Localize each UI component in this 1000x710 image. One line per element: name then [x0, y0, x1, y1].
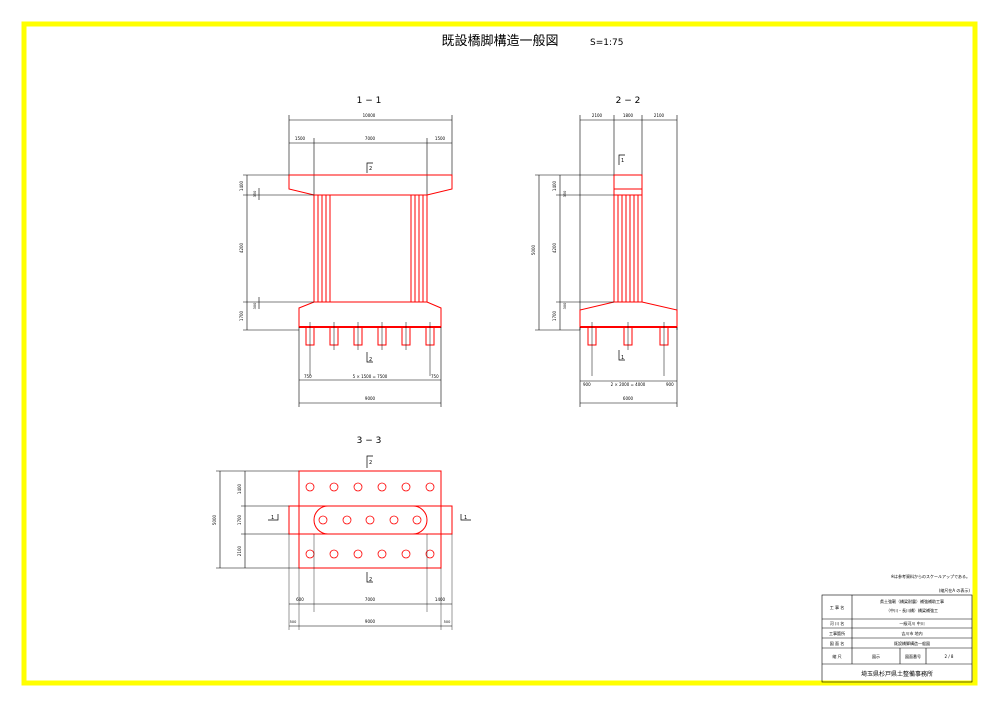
- dim-22-small-1: 350: [563, 191, 567, 198]
- dim-11-top-total: 10000: [363, 113, 376, 118]
- title-block-header: (縮尺在A の表示): [939, 587, 971, 593]
- dim-33-left-2: 1700: [237, 514, 242, 525]
- cut-label-2-bottom-11: 2: [369, 357, 372, 363]
- cut-label-2-top-11: 2: [369, 166, 372, 172]
- cut-mark-1-bottom-22: [618, 350, 625, 361]
- cut-mark-2-top-11: [366, 162, 373, 173]
- tb-bottom-v2: 2 / 8: [945, 654, 954, 659]
- dims-left-11: [243, 174, 314, 331]
- dim-22-small-2: 300: [563, 303, 567, 310]
- tb-value-0: 県土強靭（橋梁耐震）補強補助工事: [880, 598, 944, 604]
- section-label-2-2: 2 − 2: [616, 96, 641, 106]
- tb-bottom-l1: 縮 尺: [832, 653, 841, 659]
- dim-33-bottom-mid: 7000: [365, 597, 376, 602]
- dim-11-left-3: 1700: [239, 310, 244, 321]
- cut-label-2-top-33: 2: [369, 460, 372, 466]
- dims-bottom-33: [289, 603, 452, 627]
- tb-label-2: 工事箇所: [829, 630, 845, 636]
- plan-centerlines-33: [288, 534, 453, 630]
- dims-bottom-22: [579, 327, 678, 407]
- tb-value-2: 吉川市 地内: [901, 630, 922, 636]
- pile-centerlines-22: [591, 322, 665, 376]
- dim-11-bottom-left: 750: [304, 374, 312, 379]
- dim-33-left-1: 1400: [237, 483, 242, 494]
- tb-value-3: 既設橋脚構造一般図: [894, 640, 930, 646]
- dim-11-bottom-total: 9000: [365, 396, 376, 401]
- tb-value-1: 一級河川 中川: [899, 620, 924, 626]
- dim-33-bottom-small-right: 500: [444, 620, 451, 624]
- dim-11-top-right: 1500: [435, 136, 446, 141]
- tb-bottom-l2: 図面番号: [905, 653, 921, 659]
- dim-11-bottom-mid: 5 × 1500 = 7500: [353, 374, 388, 379]
- tb-value-0b: （中川・長川橋）橋梁補強工: [886, 607, 938, 613]
- tb-label-1: 河 川 名: [830, 620, 845, 626]
- dim-33-bottom-small-left: 500: [290, 620, 297, 624]
- dim-11-left-1: 1400: [239, 180, 244, 191]
- dims-left-33: [216, 470, 299, 569]
- pile-circles-33: [305, 482, 435, 559]
- tb-label-3: 図 面 名: [830, 640, 845, 646]
- dims-bottom-11: [298, 327, 442, 407]
- dim-11-left-2: 4200: [239, 242, 244, 253]
- dim-33-left-3: 2100: [237, 545, 242, 556]
- view-1-1: 1 − 1 10000 1500 7000 1500: [239, 96, 453, 407]
- cut-marks-33: [268, 455, 471, 583]
- dim-33-bottom-total: 9000: [365, 619, 376, 624]
- cut-mark-1-top-22: [618, 154, 625, 165]
- dim-22-top-left: 2100: [592, 113, 603, 118]
- dim-33-left-total: 5000: [212, 514, 217, 525]
- dim-22-bottom-mid: 2 × 2000 = 4000: [611, 382, 646, 387]
- cut-mark-2-bottom-11: [366, 352, 373, 363]
- dim-11-small-1: 350: [253, 191, 257, 198]
- title-block-grid: [821, 594, 973, 683]
- dims-top-11: [288, 115, 453, 195]
- dim-11-top-left: 1500: [295, 136, 306, 141]
- dim-11-top-mid: 7000: [365, 136, 376, 141]
- dims-left-22: [535, 174, 614, 331]
- dim-22-top-right: 2100: [654, 113, 665, 118]
- cut-label-1-bottom-22: 1: [621, 355, 624, 361]
- pile-centerlines-11: [309, 322, 431, 376]
- scale-note: ※は参考資料からのスケールアップである。: [891, 573, 970, 579]
- footing-plan-33: [288, 470, 453, 569]
- dim-22-bottom-total: 6000: [623, 396, 634, 401]
- drawing-title: 既設橋脚構造一般図: [441, 33, 558, 49]
- dim-22-left-total: 5000: [531, 244, 536, 255]
- sheet-border: [21, 21, 978, 686]
- dim-11-small-2: 300: [253, 303, 257, 310]
- view-2-2: 2 − 2 2100 1800 2100: [531, 96, 678, 407]
- tb-label-0: 工 事 名: [830, 604, 845, 610]
- cut-label-2-bottom-33: 2: [369, 577, 372, 583]
- title-block: (縮尺在A の表示) 工 事 名 県土強靭（橋梁耐震）補強補助工事 （中川・長川…: [821, 587, 973, 683]
- dim-22-top-mid: 1800: [623, 113, 634, 118]
- section-label-1-1: 1 − 1: [357, 96, 382, 106]
- pier-outline-22: [579, 174, 678, 346]
- dim-22-left-1: 1400: [552, 180, 557, 191]
- section-label-3-3: 3 − 3: [357, 436, 382, 446]
- dims-top-22: [579, 115, 678, 330]
- cut-label-1-top-22: 1: [621, 158, 624, 164]
- dim-33-bottom-left: 600: [296, 597, 304, 602]
- dim-33-bottom-right: 1400: [435, 597, 446, 602]
- dim-11-bottom-right: 750: [431, 374, 439, 379]
- drawing-scale: S=1:75: [590, 38, 623, 48]
- tb-bottom-v1: 図示: [872, 654, 880, 659]
- dim-22-left-3: 1700: [552, 310, 557, 321]
- dim-22-bottom-right: 900: [666, 382, 674, 387]
- dim-22-bottom-left: 900: [583, 382, 591, 387]
- view-3-3: 3 − 3: [212, 436, 471, 630]
- cut-label-1-right-33: 1: [464, 515, 467, 521]
- cut-label-1-left-33: 1: [271, 515, 274, 521]
- tb-office: 埼玉県杉戸県土整備事務所: [861, 670, 933, 678]
- dim-22-left-2: 4200: [552, 242, 557, 253]
